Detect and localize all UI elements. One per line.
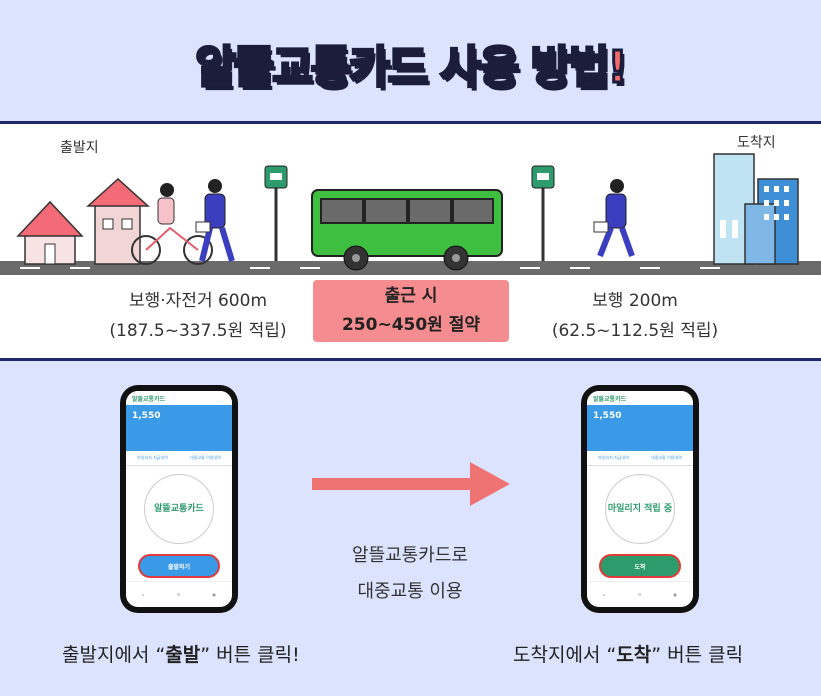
- user-icon[interactable]: ●: [673, 592, 677, 597]
- middle-line2: 대중교통 이용: [357, 581, 463, 602]
- savings-box: 출근 시 250~450원 절약: [313, 280, 509, 342]
- road: [0, 261, 821, 275]
- cyclist-icon: [131, 183, 213, 265]
- building-icon: [713, 153, 799, 265]
- walker-icon: [195, 179, 235, 262]
- app-header: 알뜰교통카드: [587, 391, 693, 405]
- title-part2: 사용 방법!: [439, 41, 629, 95]
- tab-transit[interactable]: 대중교통 이용내역: [651, 455, 682, 460]
- app-logo: 알뜰교통카드: [593, 395, 627, 403]
- balance-value: 1,550: [593, 411, 622, 421]
- caption-arrive: 도착지에서 “도착” 버튼 클릭: [513, 640, 743, 667]
- phone-mockup-start: 알뜰교통카드 1,550 마일리지 지급내역 대중교통 이용내역 알뜰교통카드 …: [120, 385, 238, 613]
- walker-icon: [593, 179, 635, 258]
- bus-icon: [311, 189, 503, 271]
- bus-stop-icon: [531, 165, 555, 261]
- app-footer: ⌂ ☰ ●: [587, 581, 693, 607]
- app-header: 알뜰교통카드: [126, 391, 232, 405]
- caption-start-bold: 출발: [165, 644, 201, 666]
- origin-label: 출발지: [60, 140, 99, 156]
- caption-arrive-bold: 도착: [616, 644, 652, 666]
- app-logo: 알뜰교통카드: [132, 395, 166, 403]
- card-logo-circle: 알뜰교통카드: [144, 474, 214, 544]
- tab-mileage[interactable]: 마일리지 지급내역: [598, 455, 629, 460]
- start-button[interactable]: 출발하기: [138, 554, 220, 578]
- home-icon[interactable]: ⌂: [142, 592, 145, 597]
- savings-line2: 250~450원 절약: [341, 315, 481, 335]
- right-leg-line1: 보행 200m: [592, 291, 678, 311]
- left-leg-line2: (187.5~337.5원 적립): [109, 321, 287, 341]
- phone-screen: 알뜰교통카드 1,550 마일리지 지급내역 대중교통 이용내역 알뜰교통카드 …: [126, 391, 232, 607]
- home-icon[interactable]: ⌂: [603, 592, 606, 597]
- user-icon[interactable]: ●: [212, 592, 216, 597]
- app-tabs: 마일리지 지급내역 대중교통 이용내역: [587, 451, 693, 466]
- app-tabs: 마일리지 지급내역 대중교통 이용내역: [126, 451, 232, 466]
- title-part1: 알뜰교통카드: [194, 41, 430, 95]
- house-icon: [16, 177, 150, 265]
- right-leg-text: 보행 200m (62.5~112.5원 적립): [535, 286, 735, 346]
- left-leg-line1: 보행·자전거 600m: [128, 291, 267, 311]
- arrow-right-icon: [312, 462, 510, 506]
- commute-illustration: [0, 153, 821, 275]
- destination-label: 도착지: [737, 135, 776, 151]
- phone-screen: 알뜰교통카드 1,550 마일리지 지급내역 대중교통 이용내역 마일리지 적립…: [587, 391, 693, 607]
- right-leg-line2: (62.5~112.5원 적립): [551, 321, 719, 341]
- balance-panel: 1,550: [587, 405, 693, 451]
- phone-mockup-arrive: 알뜰교통카드 1,550 마일리지 지급내역 대중교통 이용내역 마일리지 적립…: [581, 385, 699, 613]
- bus-stop-icon: [264, 165, 288, 261]
- caption-arrive-suffix: ” 버튼 클릭: [651, 644, 744, 666]
- middle-text: 알뜰교통카드로 대중교통 이용: [310, 538, 510, 610]
- tab-mileage[interactable]: 마일리지 지급내역: [137, 455, 168, 460]
- app-footer: ⌂ ☰ ●: [126, 581, 232, 607]
- balance-panel: 1,550: [126, 405, 232, 451]
- page-title: 알뜰교통카드 사용 방법!: [0, 28, 821, 98]
- arrive-button[interactable]: 도착: [599, 554, 681, 578]
- mileage-progress-circle: 마일리지 적립 중: [605, 474, 675, 544]
- caption-start-suffix: ” 버튼 클릭!: [200, 644, 300, 666]
- caption-arrive-prefix: 도착지에서 “: [513, 644, 617, 666]
- savings-line1: 출근 시: [384, 286, 438, 306]
- caption-start-prefix: 출발지에서 “: [62, 644, 166, 666]
- left-leg-text: 보행·자전거 600m (187.5~337.5원 적립): [98, 286, 298, 346]
- caption-start: 출발지에서 “출발” 버튼 클릭!: [62, 640, 300, 667]
- menu-icon[interactable]: ☰: [637, 592, 642, 597]
- tab-transit[interactable]: 대중교통 이용내역: [190, 455, 221, 460]
- middle-line1: 알뜰교통카드로: [352, 545, 468, 566]
- balance-value: 1,550: [132, 411, 161, 421]
- menu-icon[interactable]: ☰: [176, 592, 181, 597]
